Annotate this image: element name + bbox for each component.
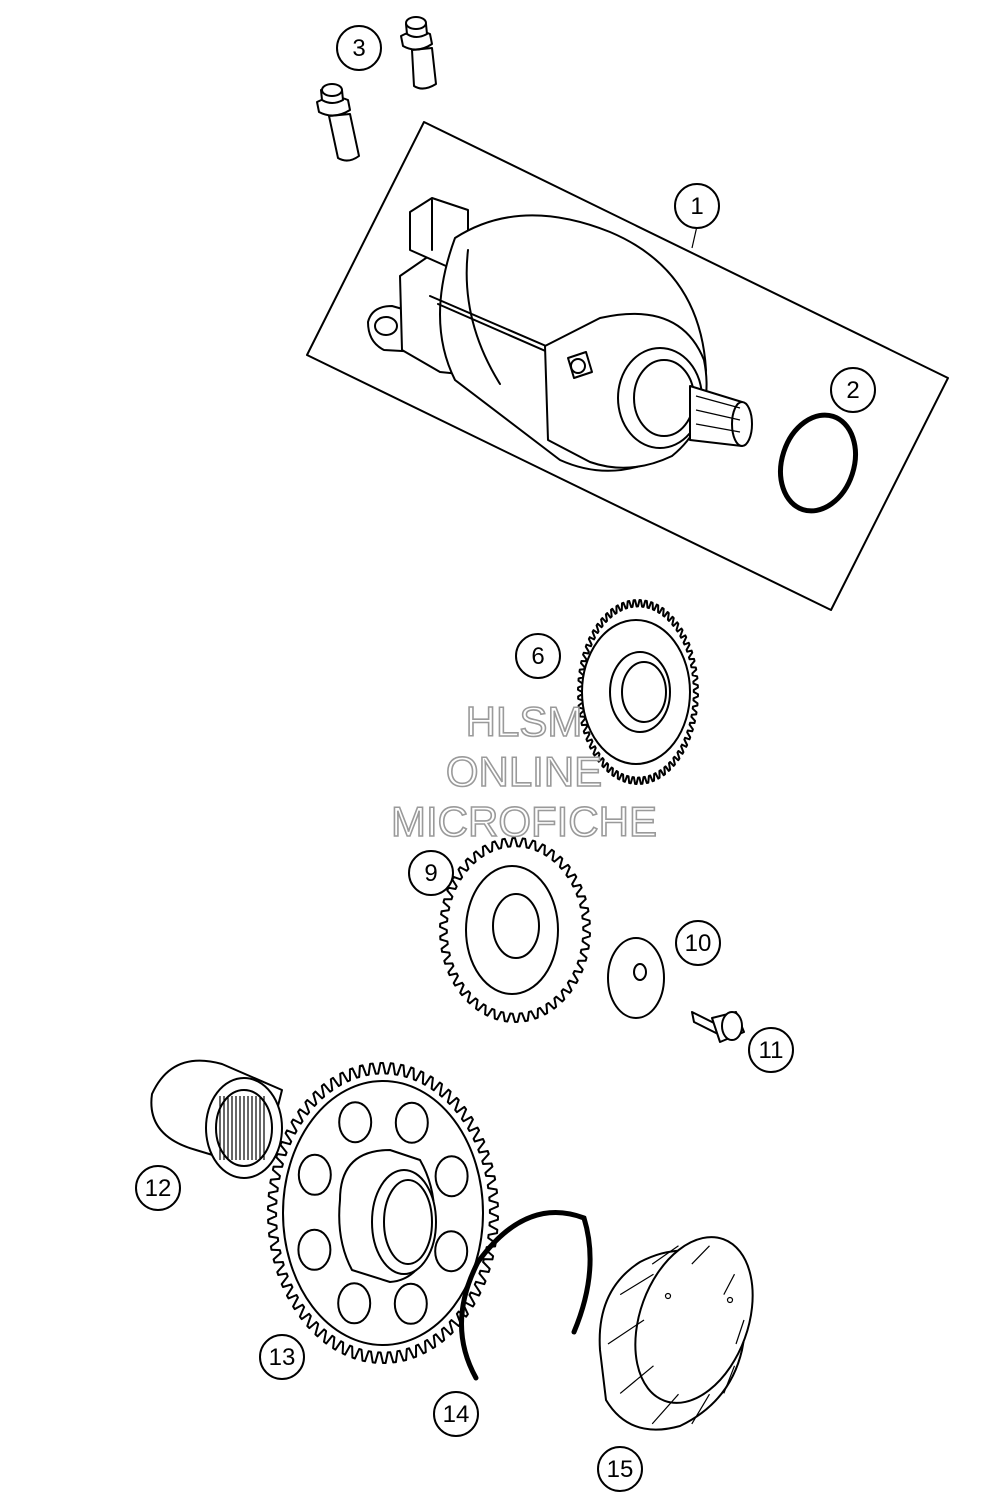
gear-13-hole xyxy=(297,1153,332,1196)
watermark-line3: MICROFICHE xyxy=(391,798,657,845)
watermark-line1: HLSM xyxy=(466,698,583,745)
callout-12[interactable]: 12 xyxy=(135,1165,181,1211)
freewheel-segment-line xyxy=(651,1393,679,1425)
callout-label: 2 xyxy=(846,377,859,404)
part-15-freewheel[interactable] xyxy=(598,1221,774,1431)
part-14-circlip[interactable] xyxy=(459,1210,593,1381)
callout-circle xyxy=(433,1391,479,1437)
callout-label: 9 xyxy=(424,860,437,887)
callout-label: 10 xyxy=(685,930,712,957)
part-1-starter-motor[interactable] xyxy=(306,121,949,611)
callout-circle xyxy=(674,183,720,229)
callout-2[interactable]: 2 xyxy=(830,367,876,413)
freewheel-segment-line xyxy=(723,1273,736,1295)
callout-13[interactable]: 13 xyxy=(259,1334,305,1380)
callout-circle xyxy=(675,920,721,966)
leader-lines xyxy=(691,225,698,249)
callout-label: 15 xyxy=(607,1456,634,1483)
part-1-frame xyxy=(306,121,949,611)
gear-13-hole xyxy=(297,1228,332,1271)
gear-13-hole xyxy=(434,1230,469,1273)
watermark: HLSM ONLINE MICROFICHE xyxy=(390,697,658,846)
freewheel-segment-line xyxy=(619,1273,654,1296)
callout-1[interactable]: 1 xyxy=(674,183,720,229)
callout-circle xyxy=(515,633,561,679)
callout-11[interactable]: 11 xyxy=(748,1027,794,1073)
callout-circle xyxy=(748,1027,794,1073)
callout-circle xyxy=(259,1334,305,1380)
callout-circle xyxy=(336,25,382,71)
gear-13-hole xyxy=(393,1282,428,1325)
callout-label: 13 xyxy=(269,1344,296,1371)
callout-14[interactable]: 14 xyxy=(433,1391,479,1437)
callout-label: 14 xyxy=(443,1401,470,1428)
freewheel-segment-line xyxy=(619,1365,654,1394)
callout-circle xyxy=(408,850,454,896)
freewheel-segment-line xyxy=(691,1393,711,1425)
watermark-line2: ONLINE xyxy=(446,748,602,795)
part-3-bolt-upper[interactable] xyxy=(400,16,437,90)
freewheel-segment-line xyxy=(651,1245,679,1265)
callout-3[interactable]: 3 xyxy=(336,25,382,71)
gear-13-hole xyxy=(337,1282,372,1325)
callout-label: 11 xyxy=(759,1037,784,1064)
part-2-o-ring[interactable] xyxy=(769,405,868,520)
callout-label: 12 xyxy=(145,1175,172,1202)
freewheel-segment-line xyxy=(691,1245,710,1265)
callout-label: 6 xyxy=(531,643,544,670)
callout-label: 3 xyxy=(352,35,365,62)
gear-13-hole xyxy=(338,1101,373,1144)
callout-circle xyxy=(830,367,876,413)
callout-6[interactable]: 6 xyxy=(515,633,561,679)
callout-circle xyxy=(597,1446,643,1492)
part-10-washer[interactable] xyxy=(607,937,665,1019)
freewheel-segment-line xyxy=(735,1319,745,1345)
part-6-gear[interactable] xyxy=(577,599,699,785)
part-9-gear[interactable] xyxy=(439,837,591,1023)
gear-13-hole xyxy=(394,1101,429,1144)
callout-15[interactable]: 15 xyxy=(597,1446,643,1492)
part-11-bolt[interactable] xyxy=(691,1011,745,1043)
part-3-bolt-lower[interactable] xyxy=(316,83,360,162)
callout-9[interactable]: 9 xyxy=(408,850,454,896)
freewheel-segment-line xyxy=(723,1365,736,1394)
part-13-gear[interactable] xyxy=(267,1062,499,1364)
callout-circle xyxy=(135,1165,181,1211)
part-12-needle-bearing[interactable] xyxy=(150,1059,283,1179)
callout-10[interactable]: 10 xyxy=(675,920,721,966)
callout-label: 1 xyxy=(690,193,703,220)
gear-13-hole xyxy=(434,1155,469,1198)
freewheel-segment-line xyxy=(607,1319,645,1345)
